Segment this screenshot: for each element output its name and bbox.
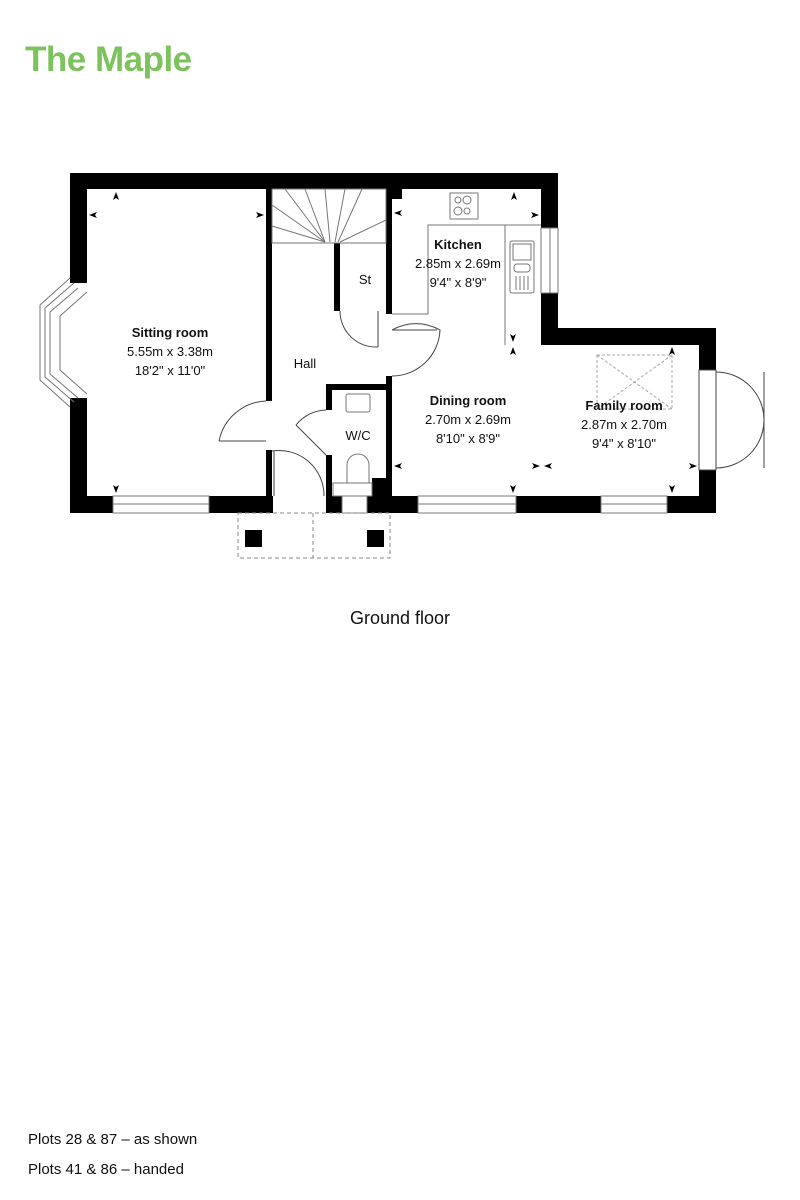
porch-pillar xyxy=(245,530,262,547)
skylight xyxy=(596,354,673,410)
plot-note: Plots 41 & 86 – handed xyxy=(28,1161,184,1178)
staircase xyxy=(271,188,387,244)
room-name: W/C xyxy=(345,428,371,443)
bay-window xyxy=(39,277,88,408)
porch xyxy=(237,512,391,559)
room-label-hall: Hall xyxy=(283,354,327,373)
room-metric-size: 2.87m x 2.70m xyxy=(581,417,667,432)
room-imperial-size: 8'10" x 8'9" xyxy=(435,431,501,446)
dimension-arrows xyxy=(89,192,697,493)
room-metric-size: 2.70m x 2.69m xyxy=(425,412,511,427)
walls xyxy=(70,173,716,513)
plot-notes: Plots 28 & 87 – as shown Plots 41 & 86 –… xyxy=(28,1125,197,1185)
room-name: St xyxy=(358,272,372,287)
page-title: The Maple xyxy=(25,40,192,79)
room-name: Hall xyxy=(293,356,317,371)
room-imperial-size: 9'4" x 8'10" xyxy=(591,436,657,451)
wc-fittings xyxy=(332,393,373,497)
room-metric-size: 2.85m x 2.69m xyxy=(415,256,501,271)
plot-note: Plots 28 & 87 – as shown xyxy=(28,1131,198,1148)
room-imperial-size: 18'2" x 11'0" xyxy=(134,363,206,378)
room-name: Sitting room xyxy=(131,325,209,340)
room-name: Family room xyxy=(585,398,663,413)
porch-pillar xyxy=(367,530,384,547)
room-imperial-size: 9'4" x 8'9" xyxy=(429,275,487,290)
room-name: Kitchen xyxy=(434,237,482,252)
room-label-dining-room: Dining room 2.70m x 2.69m 8'10" x 8'9" xyxy=(408,391,528,448)
room-label-store: St xyxy=(350,270,380,289)
room-label-sitting-room: Sitting room 5.55m x 3.38m 18'2" x 11'0" xyxy=(110,323,230,380)
room-label-family-room: Family room 2.87m x 2.70m 9'4" x 8'10" xyxy=(564,396,684,453)
doors xyxy=(218,310,765,497)
kitchen-units xyxy=(392,192,541,345)
room-name: Dining room xyxy=(429,393,507,408)
floor-caption: Ground floor xyxy=(349,608,451,628)
room-metric-size: 5.55m x 3.38m xyxy=(127,344,213,359)
ground-floor-plan xyxy=(39,173,765,559)
room-label-kitchen: Kitchen 2.85m x 2.69m 9'4" x 8'9" xyxy=(398,235,518,292)
room-label-wc: W/C xyxy=(338,426,378,445)
windows xyxy=(112,227,668,514)
